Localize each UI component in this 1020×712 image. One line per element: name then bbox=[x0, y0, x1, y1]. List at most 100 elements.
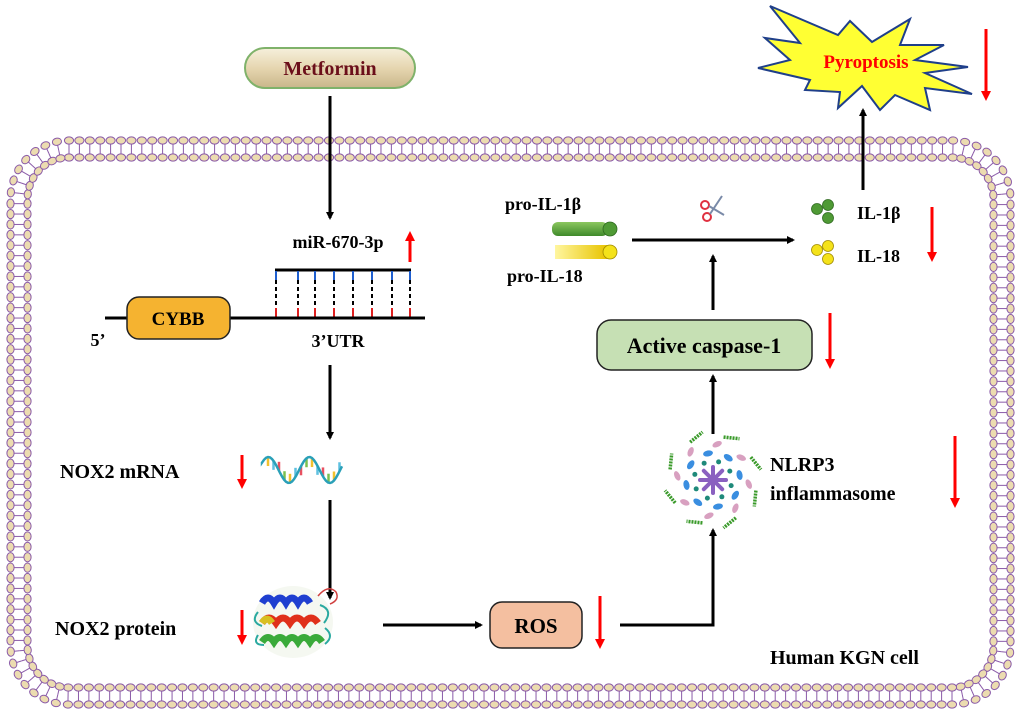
lipid-head bbox=[114, 700, 126, 709]
lipid-head bbox=[291, 683, 302, 692]
lipid-head bbox=[365, 153, 376, 162]
lipid-head bbox=[333, 683, 344, 692]
cybb-label: CYBB bbox=[152, 309, 205, 330]
lipid-head bbox=[94, 683, 105, 692]
lipid-head bbox=[563, 153, 574, 162]
lipid-head bbox=[135, 683, 146, 692]
lipid-head bbox=[1006, 459, 1015, 470]
lipid-head bbox=[219, 136, 231, 145]
lipid-head bbox=[458, 683, 469, 692]
lipid-head bbox=[812, 136, 823, 145]
lipid-tail bbox=[984, 675, 990, 681]
lipid-head bbox=[448, 136, 459, 145]
lipid-head bbox=[916, 153, 927, 162]
lipid-head bbox=[479, 136, 491, 145]
lrr-domain bbox=[687, 447, 694, 457]
lipid-head bbox=[791, 136, 803, 145]
lipid-head bbox=[510, 683, 521, 692]
lipid-head bbox=[801, 700, 812, 709]
lipid-head bbox=[157, 136, 168, 145]
lipid-head bbox=[6, 406, 15, 417]
lipid-head bbox=[365, 136, 376, 145]
lipid-head bbox=[490, 136, 501, 145]
lipid-head bbox=[303, 153, 314, 162]
lipid-head bbox=[469, 136, 480, 145]
lipid-head bbox=[416, 683, 427, 692]
lipid-head bbox=[355, 153, 366, 162]
lipid-head bbox=[916, 136, 927, 145]
lipid-head bbox=[437, 700, 448, 709]
lipid-head bbox=[791, 153, 803, 162]
lipid-head bbox=[6, 250, 15, 261]
lipid-head bbox=[426, 700, 438, 709]
lipid-head bbox=[1006, 521, 1015, 533]
lipid-head bbox=[260, 683, 271, 692]
lipid-head bbox=[718, 683, 729, 692]
lipid-head bbox=[499, 700, 510, 709]
lipid-head bbox=[894, 683, 906, 692]
lipid-head bbox=[750, 136, 761, 145]
lipid-head bbox=[23, 562, 32, 573]
nacht-domain bbox=[686, 460, 695, 470]
lipid-head bbox=[6, 646, 15, 657]
lipid-head bbox=[542, 153, 553, 162]
lipid-head bbox=[364, 700, 375, 709]
lipid-head bbox=[863, 683, 874, 692]
lipid-head bbox=[230, 153, 241, 162]
lipid-head bbox=[542, 136, 553, 145]
lipid-head bbox=[634, 683, 646, 692]
lipid-head bbox=[991, 155, 1001, 166]
lipid-head bbox=[655, 683, 666, 692]
lipid-head bbox=[229, 700, 240, 709]
lipid-head bbox=[1005, 647, 1015, 658]
lipid-head bbox=[551, 700, 562, 709]
lipid-head bbox=[270, 683, 282, 692]
lipid-head bbox=[114, 683, 126, 692]
lipid-tail bbox=[19, 192, 25, 195]
lipid-head bbox=[646, 136, 657, 145]
arrow-ros-to-nlrp3 bbox=[620, 528, 717, 627]
lipid-head bbox=[104, 683, 115, 692]
lipid-head bbox=[386, 153, 397, 162]
lipid-head bbox=[1006, 480, 1015, 491]
leucine-repeat bbox=[689, 430, 704, 444]
lipid-head bbox=[6, 271, 15, 282]
lipid-head bbox=[1006, 636, 1015, 647]
mrna-helix-icon bbox=[260, 455, 344, 485]
lipid-head bbox=[832, 683, 843, 692]
lipid-head bbox=[6, 260, 15, 272]
lipid-tail bbox=[47, 686, 51, 692]
lipid-head bbox=[6, 187, 16, 198]
lipid-head bbox=[1006, 199, 1015, 210]
lipid-tail bbox=[961, 150, 964, 156]
lipid-tail bbox=[994, 183, 1000, 186]
lipid-head bbox=[989, 230, 998, 241]
lipid-tail bbox=[16, 660, 22, 663]
lipid-head bbox=[823, 136, 834, 145]
lipid-head bbox=[874, 700, 885, 709]
lipid-head bbox=[282, 136, 293, 145]
lipid-head bbox=[209, 153, 220, 162]
lipid-head bbox=[729, 153, 740, 162]
lipid-head bbox=[982, 147, 992, 157]
lipid-head bbox=[115, 136, 127, 145]
lipid-head bbox=[927, 153, 938, 162]
lipid-head bbox=[989, 625, 998, 637]
lipid-head bbox=[448, 153, 459, 162]
lipid-head bbox=[521, 153, 532, 162]
lipid-head bbox=[395, 700, 406, 709]
lipid-tail bbox=[31, 164, 37, 170]
lipid-head bbox=[218, 700, 230, 709]
lipid-head bbox=[812, 153, 823, 162]
lipid-head bbox=[50, 698, 61, 708]
lipid-head bbox=[73, 683, 84, 692]
lipid-head bbox=[981, 689, 991, 698]
lipid-head bbox=[20, 679, 30, 690]
lipid-head bbox=[500, 153, 511, 162]
lipid-head bbox=[1006, 303, 1015, 314]
lipid-tail bbox=[969, 686, 973, 692]
lrr-domain bbox=[704, 512, 714, 520]
lipid-head bbox=[552, 153, 563, 162]
lipid-head bbox=[1006, 355, 1015, 366]
lipid-head bbox=[989, 376, 998, 387]
